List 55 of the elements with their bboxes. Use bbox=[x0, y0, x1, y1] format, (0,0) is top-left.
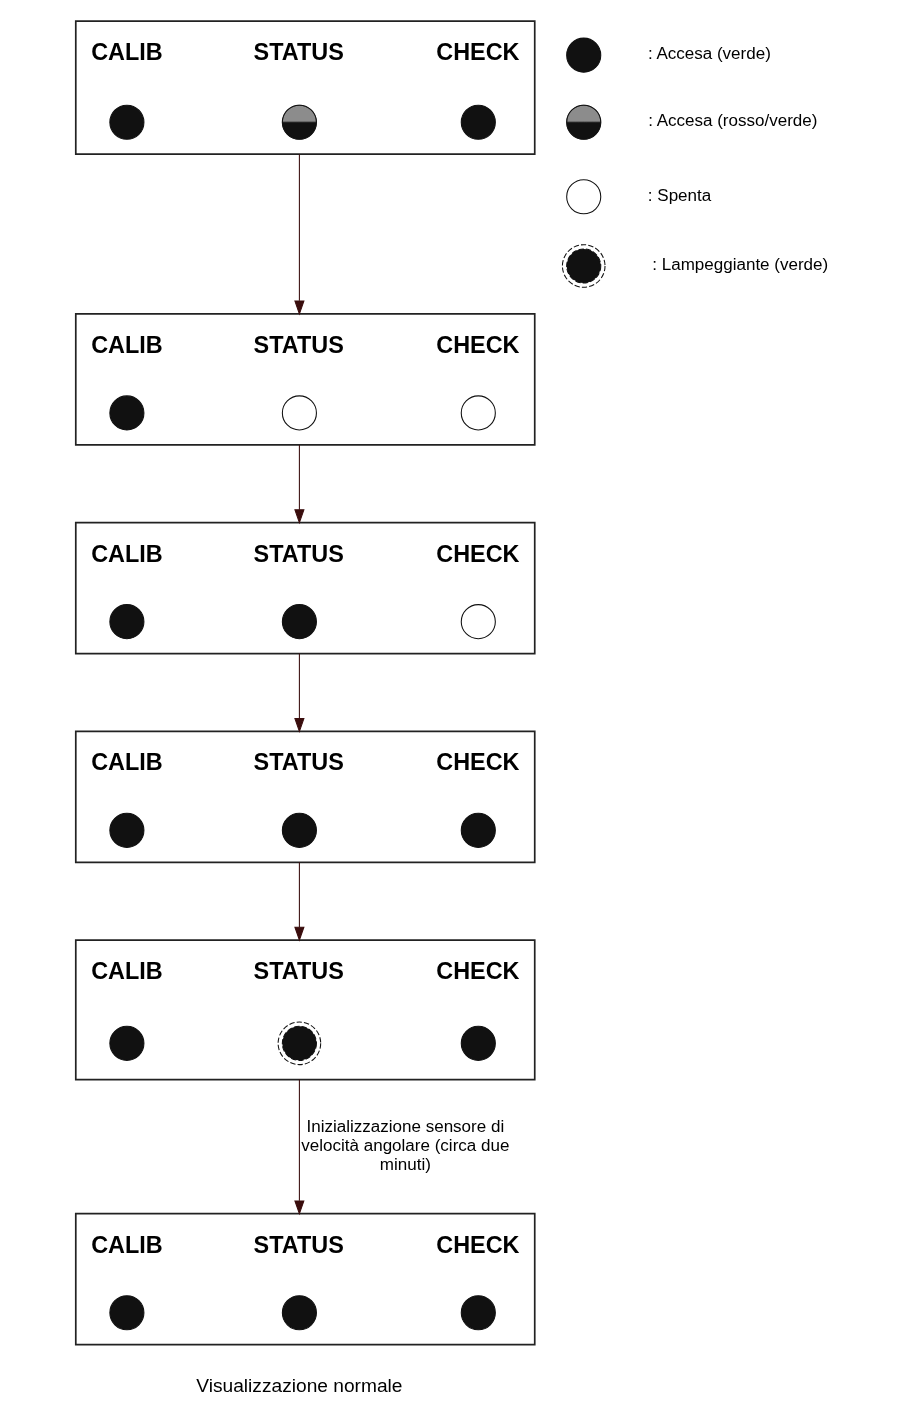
node-text: CALIB bbox=[90, 1231, 163, 1258]
node-text: CHECK bbox=[435, 540, 519, 567]
node-circle bbox=[460, 812, 496, 848]
node-circle bbox=[108, 812, 144, 848]
node-circle bbox=[460, 1025, 496, 1061]
node-circle bbox=[281, 1295, 317, 1331]
node-circle bbox=[460, 395, 496, 431]
node-circle bbox=[108, 104, 144, 140]
node-circle bbox=[565, 37, 601, 73]
node-circle bbox=[108, 395, 144, 431]
node-text: CALIB bbox=[90, 540, 163, 567]
arrow bbox=[293, 153, 305, 316]
edge-label: Inizializzazione sensore di velocità angolare (circa due minuti) bbox=[300, 1116, 509, 1174]
cluster bbox=[74, 20, 536, 155]
node-text: CALIB bbox=[90, 958, 163, 985]
arrow bbox=[293, 861, 305, 942]
node-text: STATUS bbox=[253, 331, 344, 358]
arrow bbox=[293, 653, 305, 733]
node-circle bbox=[108, 1295, 144, 1331]
legend-label: : Accesa (rosso/verde) bbox=[647, 111, 817, 131]
cluster bbox=[74, 730, 536, 864]
node-text: CALIB bbox=[90, 749, 163, 776]
cluster bbox=[74, 313, 536, 446]
node-text: CALIB bbox=[90, 39, 163, 66]
legend-label: : Accesa (verde) bbox=[647, 44, 771, 64]
node-circle bbox=[565, 179, 601, 215]
node-text: CHECK bbox=[435, 749, 519, 776]
node-label: Visualizzazione normale bbox=[195, 1374, 403, 1396]
node-circle bbox=[108, 604, 144, 640]
node-text: CHECK bbox=[435, 39, 519, 66]
cluster bbox=[74, 939, 536, 1081]
legend-label: : Lampeggiante (verde) bbox=[651, 255, 828, 275]
node-text: CHECK bbox=[435, 331, 519, 358]
node-circle bbox=[460, 1295, 496, 1331]
node-circle bbox=[277, 1021, 321, 1066]
arrow bbox=[293, 444, 305, 525]
node-text: CHECK bbox=[435, 1231, 519, 1258]
node-circle bbox=[281, 604, 317, 640]
node-text: CHECK bbox=[435, 958, 519, 985]
node-text: STATUS bbox=[253, 958, 344, 985]
node-circle bbox=[281, 395, 317, 431]
arrow bbox=[293, 1079, 305, 1216]
node-circle bbox=[561, 244, 606, 288]
cluster bbox=[74, 1212, 536, 1346]
node-circle bbox=[281, 812, 317, 848]
node-circle bbox=[108, 1025, 144, 1061]
node-text: STATUS bbox=[253, 749, 344, 776]
node-text: CALIB bbox=[90, 331, 163, 358]
node-text: STATUS bbox=[253, 540, 344, 567]
node-circle bbox=[460, 604, 496, 640]
node-text: STATUS bbox=[253, 39, 344, 66]
node-circle bbox=[460, 104, 496, 140]
node-text: STATUS bbox=[253, 1231, 344, 1258]
cluster bbox=[74, 521, 536, 655]
legend-label: : Spenta bbox=[647, 185, 711, 205]
